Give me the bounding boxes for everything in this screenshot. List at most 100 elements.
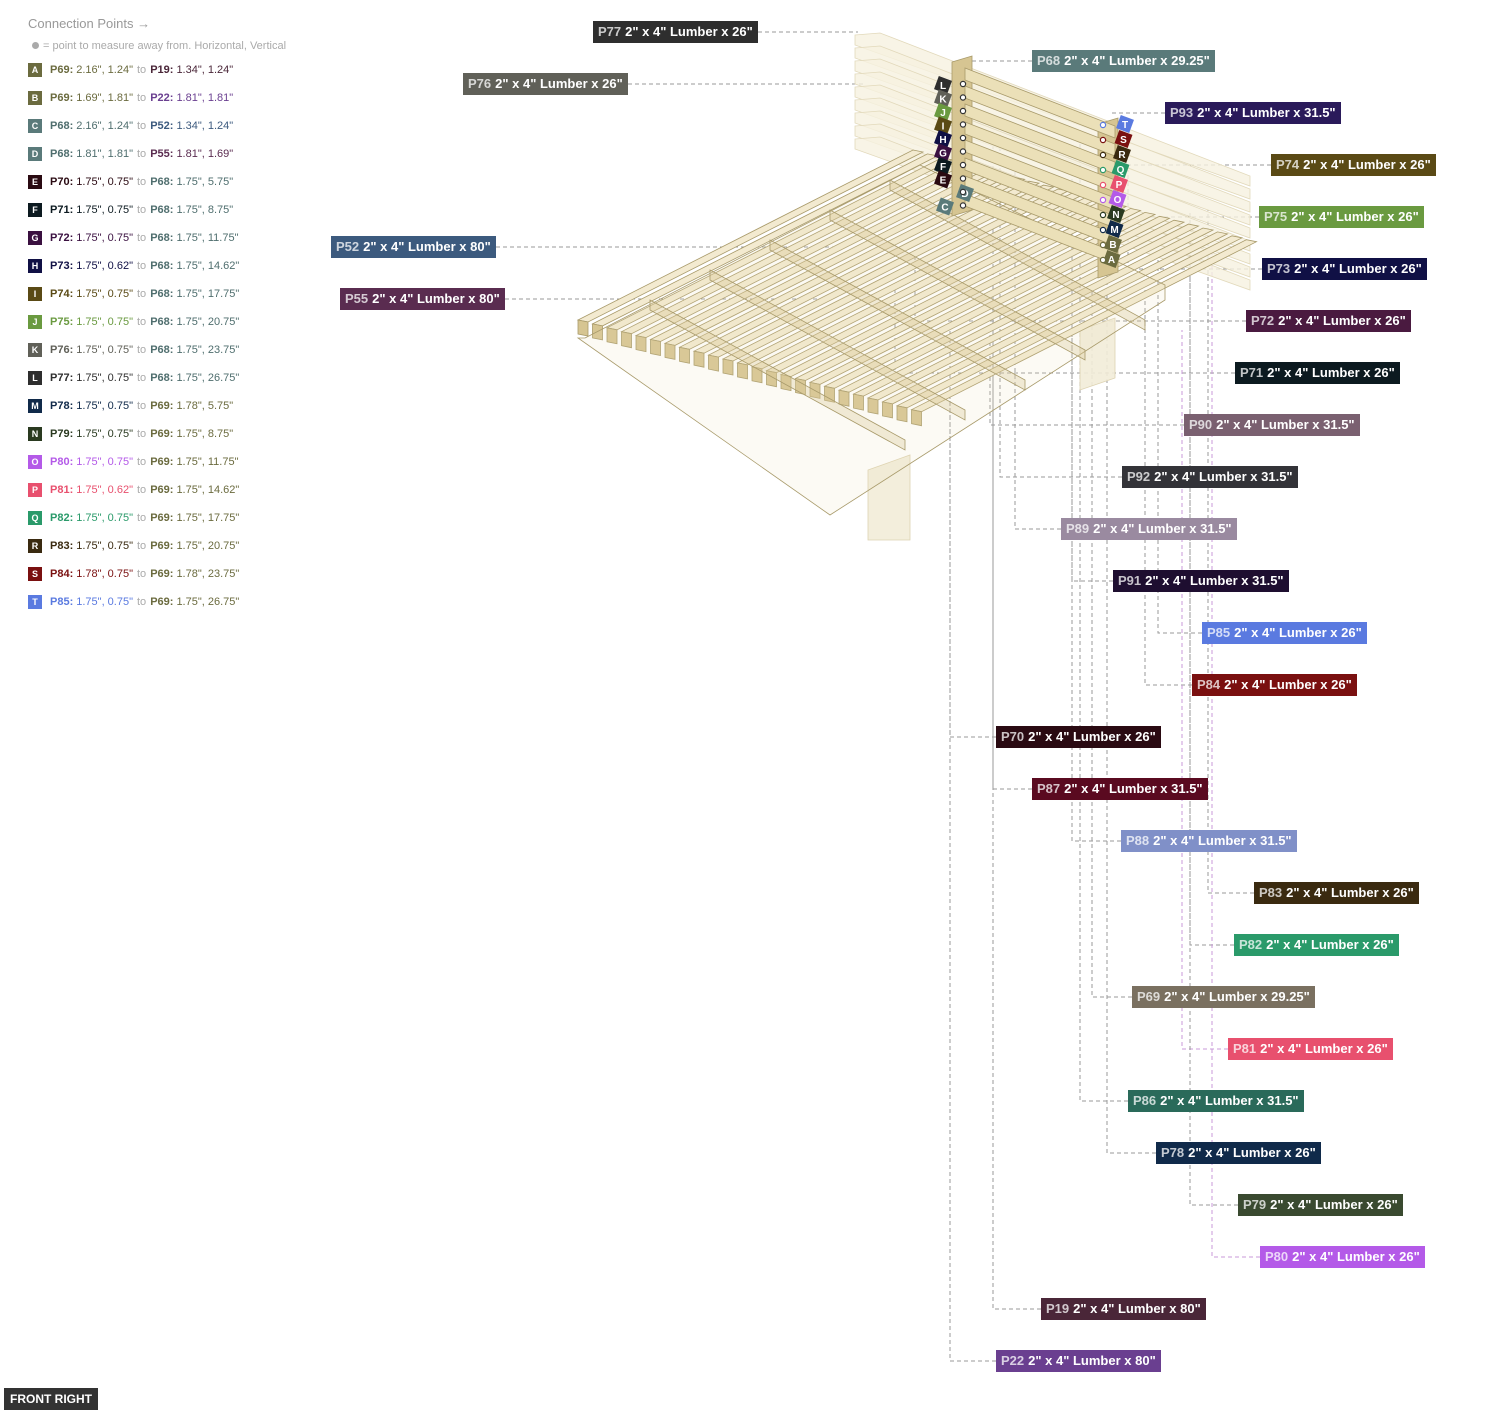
legend-part-b: P69: [150, 456, 174, 468]
seat-slat-end [896, 405, 908, 423]
legend-values-a: 1.75", 0.75" [76, 316, 133, 328]
legend-to: to [137, 540, 147, 552]
connection-point-dot [1099, 211, 1107, 219]
legend-values-a: 1.75", 0.75" [76, 456, 133, 468]
part-id: P88 [1126, 833, 1150, 848]
svg-text:R: R [1118, 150, 1126, 161]
leader-line [1181, 330, 1228, 1050]
part-description: 2" x 4" Lumber x 29.25" [1164, 989, 1310, 1004]
leader-line [1106, 170, 1156, 1154]
legend-part-b: P68: [150, 344, 174, 356]
legend-letter-badge: S [28, 567, 42, 581]
part-description: 2" x 4" Lumber x 26" [1224, 677, 1352, 692]
connection-point-dot [959, 134, 967, 142]
connection-point-dot [1099, 226, 1107, 234]
legend-letter-badge: D [28, 147, 42, 161]
marker-m: M [1105, 220, 1124, 238]
part-description: 2" x 4" Lumber x 26" [1234, 625, 1362, 640]
part-description: 2" x 4" Lumber x 31.5" [1216, 417, 1355, 432]
seat-slat-end [621, 331, 632, 349]
legend-part-b: P52: [150, 120, 174, 132]
rear-leg [1079, 317, 1116, 391]
svg-text:G: G [939, 149, 947, 160]
legend-to: to [137, 400, 147, 412]
seat-slat-end [664, 342, 676, 360]
legend-letter-badge: E [28, 175, 42, 189]
seat-crossmember [709, 269, 966, 421]
legend-values-b: 1.78", 5.75" [176, 400, 234, 412]
view-label[interactable]: FRONT RIGHT [4, 1388, 98, 1410]
seat-crossmember [889, 179, 1146, 331]
seat-slat-end [679, 346, 690, 364]
part-description: 2" x 4" Lumber x 26" [1188, 1145, 1316, 1160]
seat-slat-end [911, 409, 922, 427]
legend-values-b: 1.75", 14.62" [176, 260, 240, 272]
part-id: P69 [1137, 989, 1161, 1004]
connection-point-dot [1099, 151, 1107, 159]
legend-to: to [137, 484, 147, 496]
svg-text:K: K [939, 95, 947, 106]
part-id: P22 [1001, 1353, 1025, 1368]
legend-part-a: P83: [50, 540, 74, 552]
legend-to: to [137, 232, 147, 244]
part-id: P87 [1037, 781, 1061, 796]
legend-part-a: P79: [50, 428, 74, 440]
part-description: 2" x 4" Lumber x 80" [372, 291, 500, 306]
legend-values-b: 1.81", 1.69" [176, 148, 234, 160]
legend-to: to [137, 596, 147, 608]
legend-note-text: = point to measure away from. Horizontal… [43, 40, 287, 52]
legend-letter-badge: H [28, 259, 42, 273]
legend-to: to [137, 344, 147, 356]
part-description: 2" x 4" Lumber x 31.5" [1153, 833, 1292, 848]
part-id: P89 [1066, 521, 1090, 536]
legend-letter-badge: A [28, 63, 42, 77]
legend-values-b: 1.75", 11.75" [176, 232, 239, 244]
legend-letter-badge: R [28, 539, 42, 553]
part-description: 2" x 4" Lumber x 80" [363, 239, 491, 254]
leader-line [1157, 250, 1202, 634]
legend-values-a: 1.75", 0.75" [76, 428, 133, 440]
legend-part-a: P69: [50, 92, 74, 104]
svg-text:A: A [1108, 255, 1115, 266]
part-id: P52 [336, 239, 360, 254]
legend-part-b: P69: [150, 484, 174, 496]
svg-text:D: D [961, 189, 968, 200]
legend-part-b: P68: [150, 288, 174, 300]
legend-values-a: 1.81", 1.81" [76, 148, 133, 160]
legend-part-a: P75: [50, 316, 74, 328]
marker-j: J [934, 103, 952, 121]
part-id: P79 [1243, 1197, 1267, 1212]
